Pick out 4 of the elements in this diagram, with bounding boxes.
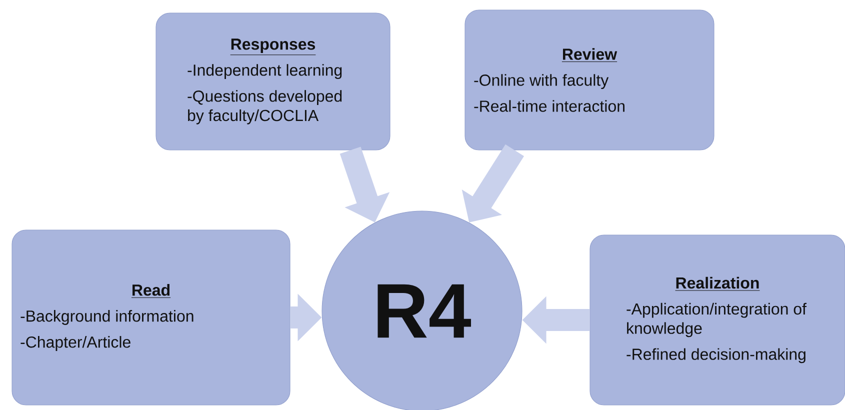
topic-box: Read -Background information -Chapter/Article bbox=[12, 230, 290, 406]
topic-box: Responses -Independent learning -Questions developed by faculty/COCLIA bbox=[156, 12, 390, 150]
topic-box: Realization -Application/integration of knowledge -Refined decision-making bbox=[590, 234, 845, 406]
topic-box: Review -Online with faculty -Real-time interaction bbox=[464, 10, 714, 150]
